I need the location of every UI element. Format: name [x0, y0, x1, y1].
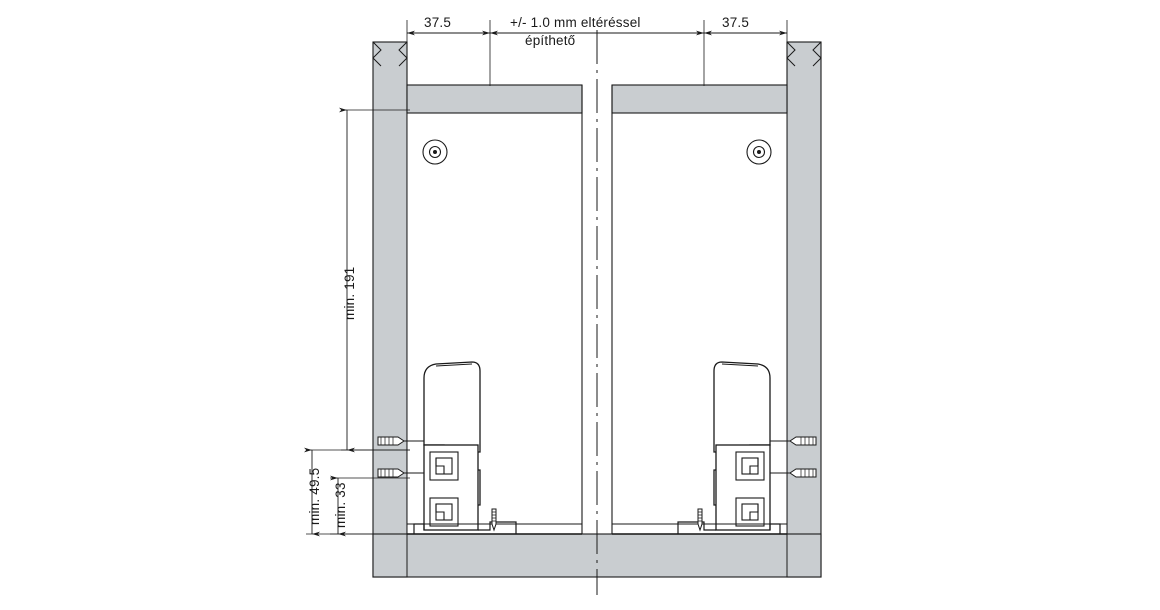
dim-label-min-49-5: min. 49.5 [307, 467, 322, 525]
dim-label-tolerance-note-line1: +/- 1.0 mm eltéréssel [510, 15, 641, 30]
runner-assembly-right [612, 361, 817, 535]
dim-label-tolerance-note-line2: építhető [525, 33, 576, 48]
dim-label-left-offset: 37.5 [424, 15, 452, 30]
dimension-line-min33 [329, 475, 410, 537]
cabinet-side-panels [372, 41, 822, 578]
dim-label-min-191: min. 191 [342, 266, 357, 320]
dim-label-right-offset: 37.5 [722, 15, 750, 30]
dimension-lines-top [406, 20, 788, 86]
runner-assembly-left [377, 361, 582, 535]
dim-label-min-33: min. 33 [333, 482, 348, 528]
